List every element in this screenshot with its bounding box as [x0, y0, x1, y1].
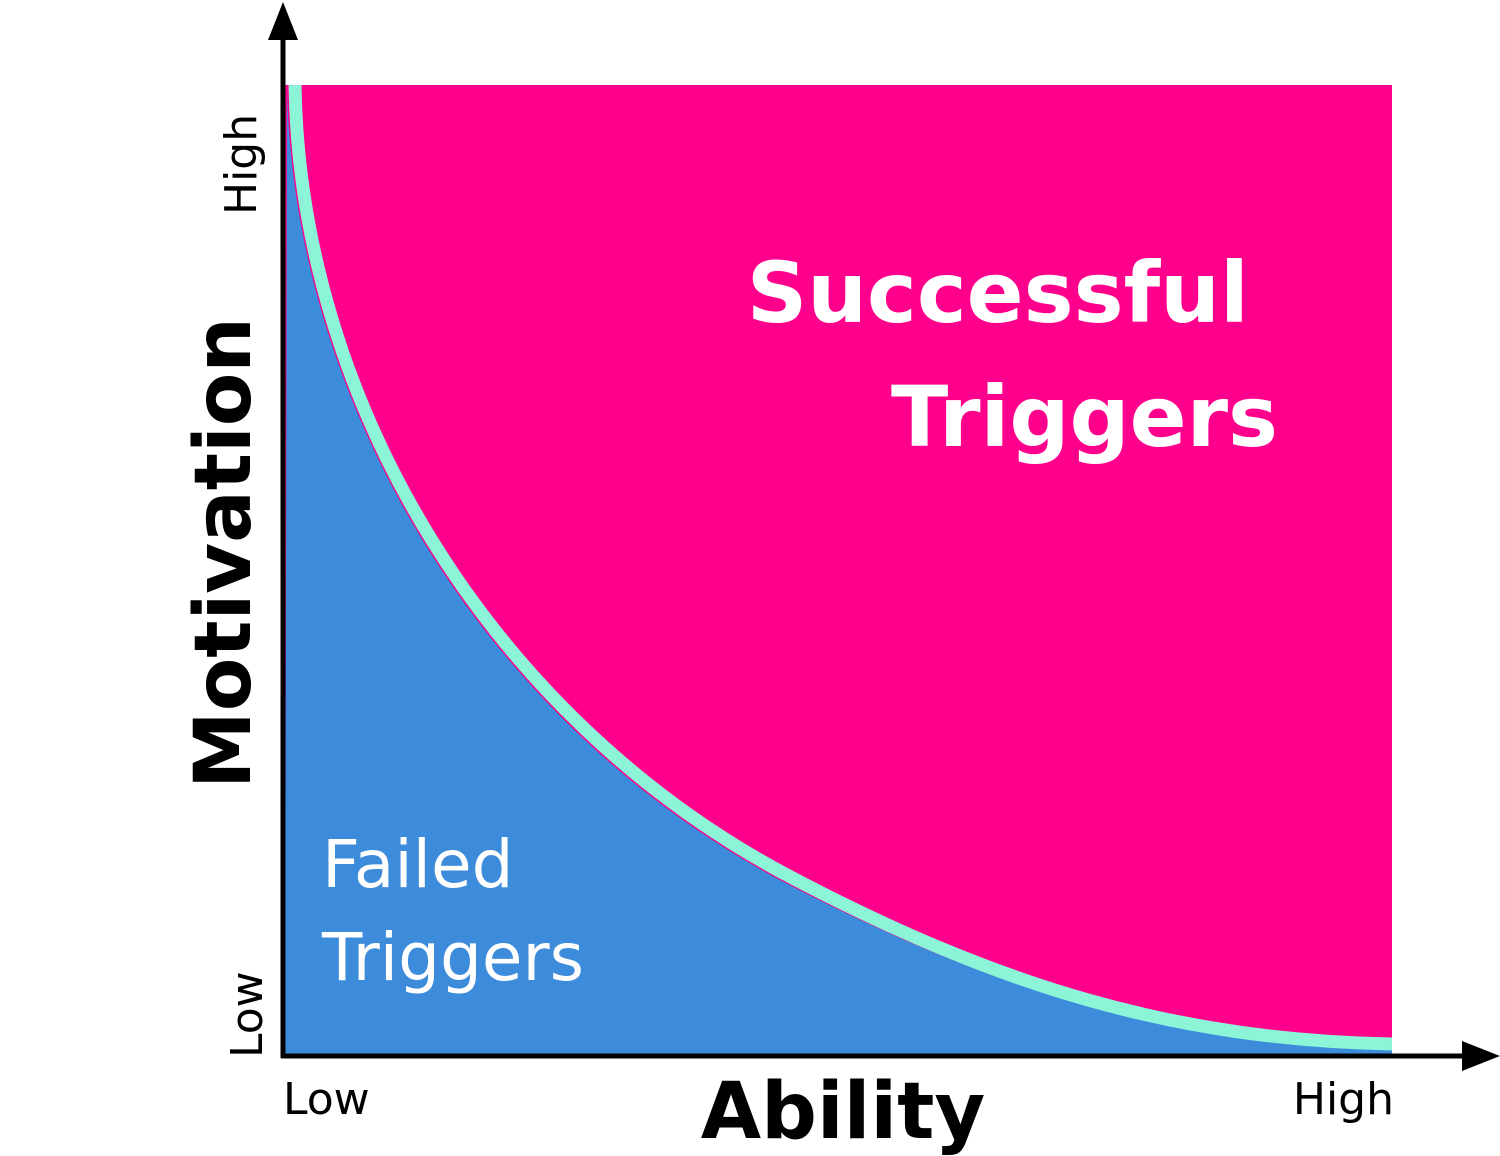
x-axis-low-label: Low: [283, 1074, 370, 1125]
axes: [268, 2, 1500, 1071]
failed-label-line1: Failed: [322, 826, 514, 903]
success-label: Successful Triggers: [747, 244, 1278, 466]
y-axis-title: Motivation: [179, 317, 269, 789]
failed-label-line2: Triggers: [321, 919, 584, 996]
success-label-line2: Triggers: [891, 368, 1278, 466]
x-axis-title: Ability: [701, 1067, 986, 1156]
action-threshold-curve: [288, 84, 1393, 1051]
y-axis-arrowhead: [268, 2, 298, 40]
y-axis-high-label: High: [216, 114, 267, 215]
failed-label: Failed Triggers: [321, 826, 584, 996]
success-label-line1: Successful: [747, 244, 1249, 342]
y-axis-low-label: Low: [222, 971, 273, 1058]
failed-region: [285, 85, 1392, 1056]
x-axis-arrowhead: [1462, 1041, 1500, 1071]
x-axis-high-label: High: [1293, 1074, 1394, 1125]
